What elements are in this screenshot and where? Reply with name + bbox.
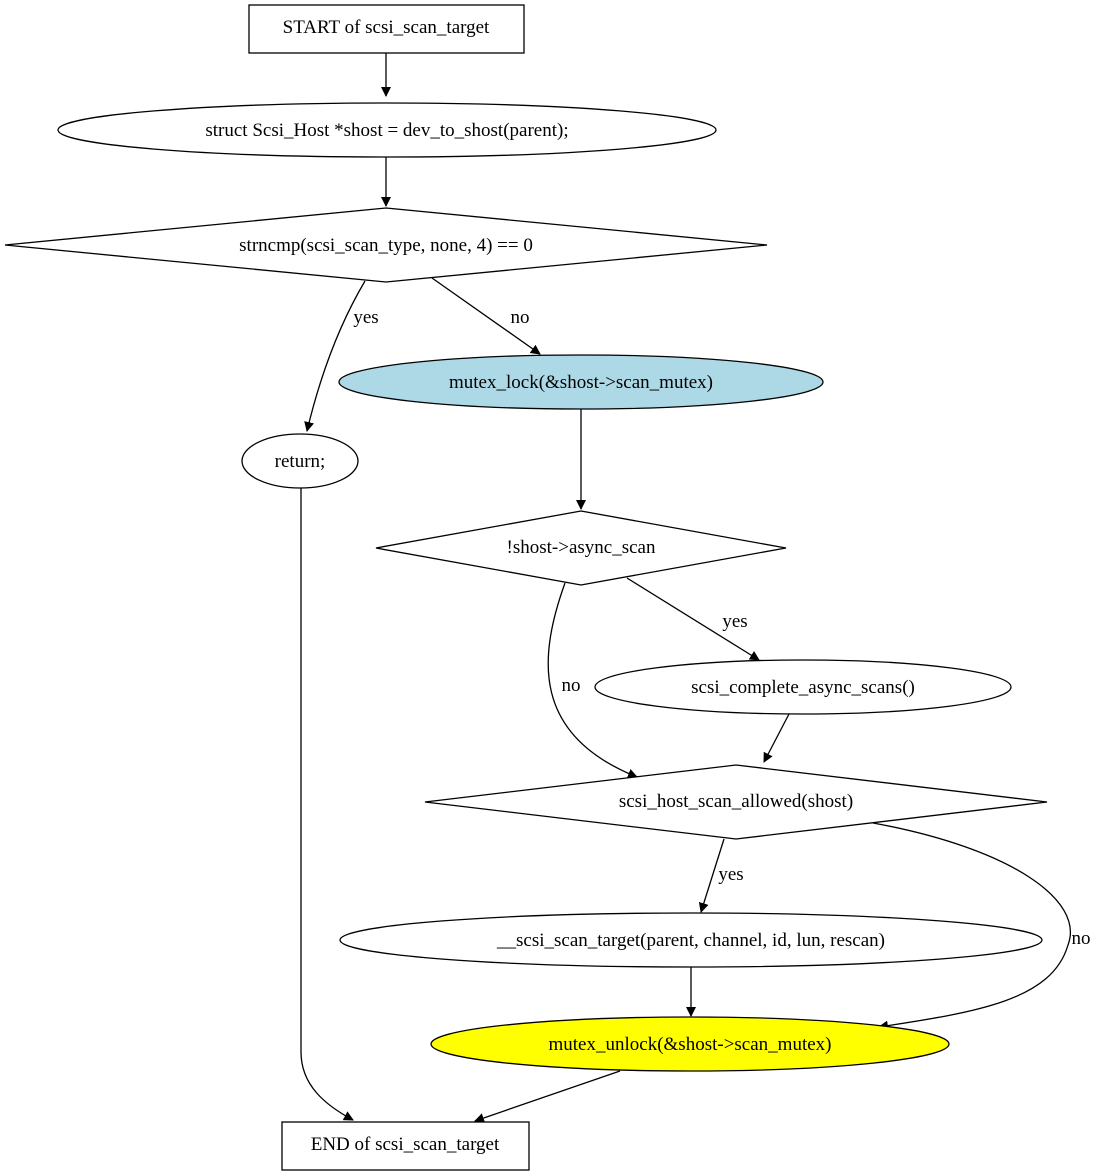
edge-label-async-yes: yes xyxy=(722,611,747,632)
edge-unlock-to-end xyxy=(474,1070,621,1123)
scan-type-diamond xyxy=(4,207,768,283)
scan-type-check-label: strncmp(scsi_scan_type, none, 4) == 0 xyxy=(239,235,533,256)
node-shost-decl: struct Scsi_Host *shost = dev_to_shost(p… xyxy=(57,102,717,158)
edge-labels: yes no yes no yes no xyxy=(353,307,1090,949)
node-end: END of scsi_scan_target xyxy=(281,1121,530,1171)
edge-asynccheck-yes xyxy=(626,577,760,661)
edge-label-allowed-yes: yes xyxy=(718,864,743,885)
node-mutex-unlock: mutex_unlock(&shost->scan_mutex) xyxy=(430,1016,950,1072)
start-box xyxy=(248,4,525,54)
shost-decl-label: struct Scsi_Host *shost = dev_to_shost(p… xyxy=(205,120,568,141)
return-ellipse xyxy=(241,433,359,489)
end-label: END of scsi_scan_target xyxy=(311,1134,500,1155)
edge-return-to-end xyxy=(300,488,354,1121)
async-check-label: !shost->async_scan xyxy=(507,537,656,558)
mutex-unlock-label: mutex_unlock(&shost->scan_mutex) xyxy=(549,1034,832,1055)
mutex-lock-label: mutex_lock(&shost->scan_mutex) xyxy=(449,372,713,393)
end-box xyxy=(281,1121,530,1171)
edge-typecheck-yes xyxy=(304,280,366,432)
node-mutex-lock: mutex_lock(&shost->scan_mutex) xyxy=(338,354,824,410)
edge-complete-to-allowed xyxy=(763,713,790,763)
scan-allowed-diamond xyxy=(424,764,1048,840)
async-check-diamond xyxy=(375,510,787,586)
edges xyxy=(300,53,1071,1123)
node-scan-allowed: scsi_host_scan_allowed(shost) xyxy=(424,764,1048,840)
complete-async-ellipse xyxy=(594,659,1012,715)
node-scan-type-check: strncmp(scsi_scan_type, none, 4) == 0 xyxy=(4,207,768,283)
edge-label-allowed-no: no xyxy=(1072,928,1091,949)
do-scan-label: __scsi_scan_target(parent, channel, id, … xyxy=(496,930,885,951)
node-start: START of scsi_scan_target xyxy=(248,4,525,54)
edge-allowed-no xyxy=(872,822,1071,1031)
edge-allowed-yes xyxy=(698,838,725,913)
edge-typecheck-no xyxy=(431,277,541,355)
mutex-lock-ellipse xyxy=(338,354,824,410)
edge-label-type-yes: yes xyxy=(353,307,378,328)
shost-decl-ellipse xyxy=(57,102,717,158)
start-label: START of scsi_scan_target xyxy=(283,17,490,38)
scan-allowed-label: scsi_host_scan_allowed(shost) xyxy=(619,791,853,812)
mutex-unlock-ellipse xyxy=(430,1016,950,1072)
complete-async-label: scsi_complete_async_scans() xyxy=(691,677,915,698)
edge-label-async-no: no xyxy=(562,675,581,696)
node-return: return; xyxy=(241,433,359,489)
return-label: return; xyxy=(275,451,326,472)
node-do-scan: __scsi_scan_target(parent, channel, id, … xyxy=(339,912,1043,968)
node-async-check: !shost->async_scan xyxy=(375,510,787,586)
node-complete-async: scsi_complete_async_scans() xyxy=(594,659,1012,715)
do-scan-ellipse xyxy=(339,912,1043,968)
edge-label-type-no: no xyxy=(511,307,530,328)
edge-asynccheck-no xyxy=(547,582,638,779)
